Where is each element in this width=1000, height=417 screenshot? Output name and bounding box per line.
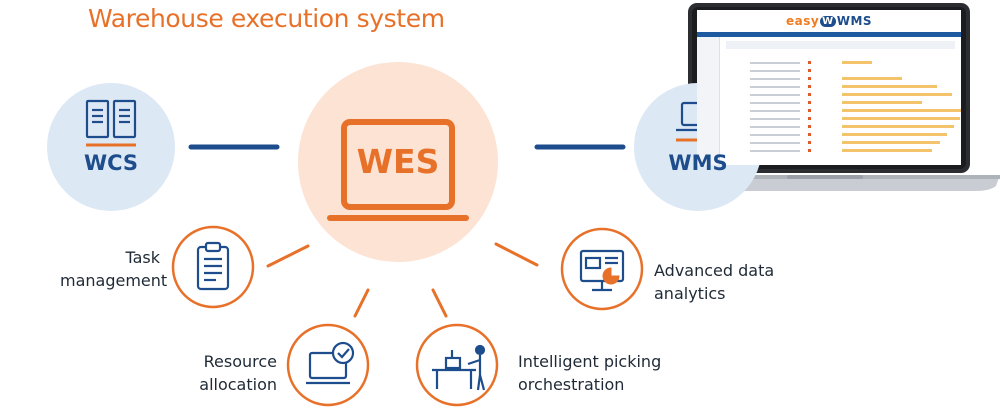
- clipboard-icon: [196, 241, 230, 291]
- wms-label: WMS: [668, 151, 728, 175]
- connector-task: [266, 244, 310, 268]
- picking-node: [415, 323, 499, 407]
- screen-row: [750, 133, 953, 137]
- feature-analytics-label: Advanced data analytics: [654, 259, 774, 305]
- screen-row: [750, 85, 953, 89]
- monitor-check-icon: [306, 341, 355, 385]
- screen-toolbar: [726, 41, 955, 49]
- screen-row: [750, 117, 960, 121]
- screen-row: [750, 141, 953, 145]
- feature-resource-line1: Resource: [203, 352, 277, 371]
- logo-text-wms: WMS: [836, 14, 873, 28]
- logo-text-easy: easy: [785, 14, 820, 28]
- resource-node: [286, 323, 370, 407]
- feature-picking-line2: orchestration: [518, 375, 625, 394]
- feature-resource-label: Resource allocation: [170, 350, 277, 396]
- screen-logo: easy W WMS: [697, 10, 961, 32]
- laptop-icon: [327, 119, 469, 221]
- feature-resource-line2: allocation: [199, 375, 277, 394]
- screen-body: [697, 37, 961, 165]
- monitor-chart-icon: [579, 249, 625, 292]
- diagram-title: Warehouse execution system: [88, 4, 445, 33]
- feature-picking-label: Intelligent picking orchestration: [518, 350, 661, 396]
- screen-row: [750, 149, 953, 153]
- screen-row: [750, 101, 953, 105]
- wes-label: WES: [356, 142, 440, 181]
- feature-task-label: Task management: [60, 246, 168, 292]
- server-rack-icon: [85, 99, 137, 147]
- analytics-node: [560, 227, 644, 311]
- wes-node: [298, 62, 498, 262]
- laptop-screen: easy W WMS: [697, 10, 961, 165]
- screen-main: [720, 37, 961, 165]
- connector-resource: [353, 288, 370, 318]
- logo-mark: W: [820, 15, 836, 27]
- feature-analytics-line2: analytics: [654, 284, 726, 303]
- feature-task-line1: Task: [125, 248, 160, 267]
- wcs-label: WCS: [83, 151, 139, 175]
- screen-row: [750, 77, 953, 81]
- feature-task-line2: management: [60, 271, 168, 290]
- connector-analytics: [494, 242, 539, 267]
- screen-row: [750, 125, 954, 129]
- feature-picking-line1: Intelligent picking: [518, 352, 662, 371]
- screen-nav-bar: [697, 32, 961, 37]
- screen-row: [750, 61, 953, 65]
- wcs-node: [47, 83, 175, 211]
- screen-row: [750, 93, 953, 97]
- screen-row: [750, 69, 953, 73]
- screen-row: [750, 109, 961, 113]
- screen-sidebar: [697, 37, 720, 165]
- worker-workstation-icon: [432, 344, 486, 391]
- feature-analytics-line1: Advanced data: [654, 261, 775, 280]
- connector-picking: [431, 288, 448, 318]
